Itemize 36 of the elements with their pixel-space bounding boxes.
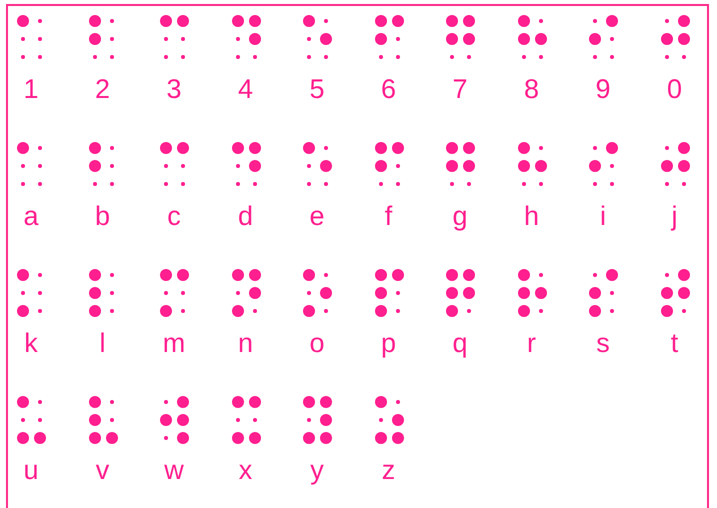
character-label: z (380, 455, 396, 485)
character-label: w (163, 455, 185, 485)
character-label: 3 (165, 74, 183, 104)
character-label: l (98, 328, 106, 358)
character-label: o (308, 328, 326, 358)
character-label: t (670, 328, 680, 358)
character-label: j (670, 201, 678, 231)
character-label: x (238, 455, 254, 485)
character-label: m (162, 328, 186, 358)
character-label: v (94, 455, 110, 485)
character-label: e (308, 201, 326, 231)
character-label: y (309, 455, 325, 485)
character-label: a (22, 201, 40, 231)
character-label: 4 (236, 74, 254, 104)
character-label: u (22, 455, 40, 485)
character-label: k (23, 328, 39, 358)
character-label: i (599, 201, 607, 231)
character-label: r (526, 328, 537, 358)
character-label: b (94, 201, 112, 231)
character-label: p (380, 328, 398, 358)
character-label: f (384, 201, 394, 231)
character-label: d (236, 201, 254, 231)
character-label: 6 (380, 74, 398, 104)
character-label: h (522, 201, 540, 231)
character-label: s (595, 328, 611, 358)
character-label: n (236, 328, 254, 358)
character-label: c (166, 201, 182, 231)
character-label: 1 (22, 74, 40, 104)
character-label: 7 (451, 74, 469, 104)
character-label: 0 (666, 74, 684, 104)
character-label: 9 (594, 74, 612, 104)
character-label: q (451, 328, 469, 358)
character-label: 8 (522, 74, 540, 104)
character-label: g (451, 201, 469, 231)
character-label: 2 (94, 74, 112, 104)
character-label: 5 (308, 74, 326, 104)
